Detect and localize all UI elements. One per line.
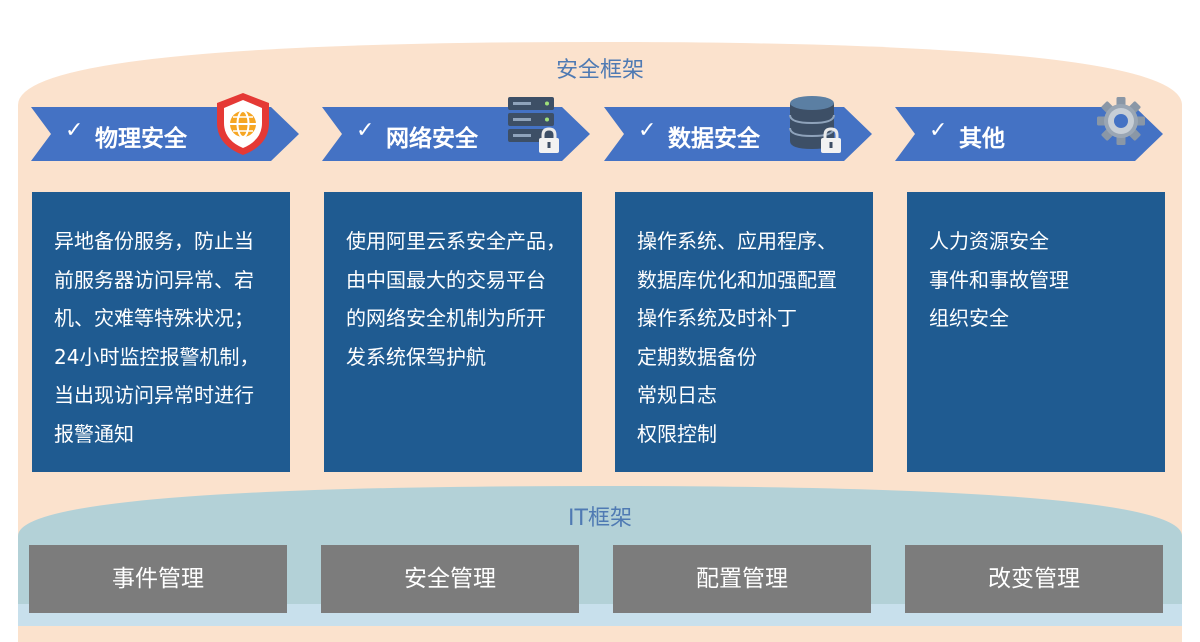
pillar-header-network: ✓ 网络安全 [322,97,590,161]
gear-icon [1097,97,1145,145]
pillar-text-line: 的网络安全机制为所开 [346,306,546,330]
pillar-text-line: 人力资源安全 [929,229,1049,253]
pillar-box-data: 操作系统、应用程序、 数据库优化和加强配置 操作系统及时补丁 定期数据备份 常规… [615,192,873,472]
pillar-text-line: 操作系统及时补丁 [637,306,797,330]
pillar-text-line: 报警通知 [54,421,134,446]
it-framework-area [18,486,1182,624]
database-lock-icon [789,96,841,153]
arrow-shape [895,107,1163,161]
pillar-text-line: 异地备份服务，防止当 [54,229,254,253]
pillar-text-line: 数据库优化和加强配置 [637,267,837,292]
it-item-change-management: 改变管理 [905,545,1163,613]
pillar-label: 物理安全 [95,126,187,152]
pillar-text-line: 发系统保驾护航 [346,344,486,369]
pillar-header-physical: ✓ 物理安全 [31,93,299,161]
pillar-text-line: 24小时监控报警机制， [54,344,260,369]
pillar-text-line: 前服务器访问异常、宕 [54,267,254,292]
pillar-label: 网络安全 [386,126,478,152]
pillar-text-line: 定期数据备份 [637,344,757,369]
security-framework-title: 安全框架 [555,58,644,83]
pillar-text-line: 操作系统、应用程序、 [637,229,837,253]
pillar-label: 其他 [959,126,1005,152]
it-framework-title: IT框架 [568,506,632,531]
shield-globe-icon [217,93,269,155]
check-icon: ✓ [356,118,375,143]
it-framework-base [18,604,1182,626]
pillar-box-network: 使用阿里云系安全产品， 由中国最大的交易平台 的网络安全机制为所开 发系统保驾护… [324,192,582,472]
pillar-text-line: 当出现访问异常时进行 [54,383,254,407]
server-lock-icon [508,97,559,153]
pillar-text-line: 由中国最大的交易平台 [346,267,546,292]
check-icon: ✓ [638,118,657,143]
pillar-label: 数据安全 [668,126,760,152]
pillar-text-line: 组织安全 [929,306,1009,330]
it-item-configuration-management: 配置管理 [613,545,871,613]
pillar-text-line: 使用阿里云系安全产品， [346,229,566,253]
pillar-text-line: 事件和事故管理 [929,267,1069,292]
it-item-security-management: 安全管理 [321,545,579,613]
pillar-header-data: ✓ 数据安全 [604,96,872,161]
pillar-text-line: 常规日志 [637,383,717,407]
pillar-header-other: ✓ 其他 [895,97,1163,161]
check-icon: ✓ [65,118,84,143]
it-item-incident-management: 事件管理 [29,545,287,613]
pillar-box-physical: 异地备份服务，防止当 前服务器访问异常、宕 机、灾难等特殊状况； 24小时监控报… [32,192,290,472]
check-icon: ✓ [929,118,948,143]
pillar-text-line: 机、灾难等特殊状况； [54,306,254,330]
pillar-box-other: 人力资源安全 事件和事故管理 组织安全 [907,192,1165,472]
pillar-text-line: 权限控制 [637,421,717,446]
